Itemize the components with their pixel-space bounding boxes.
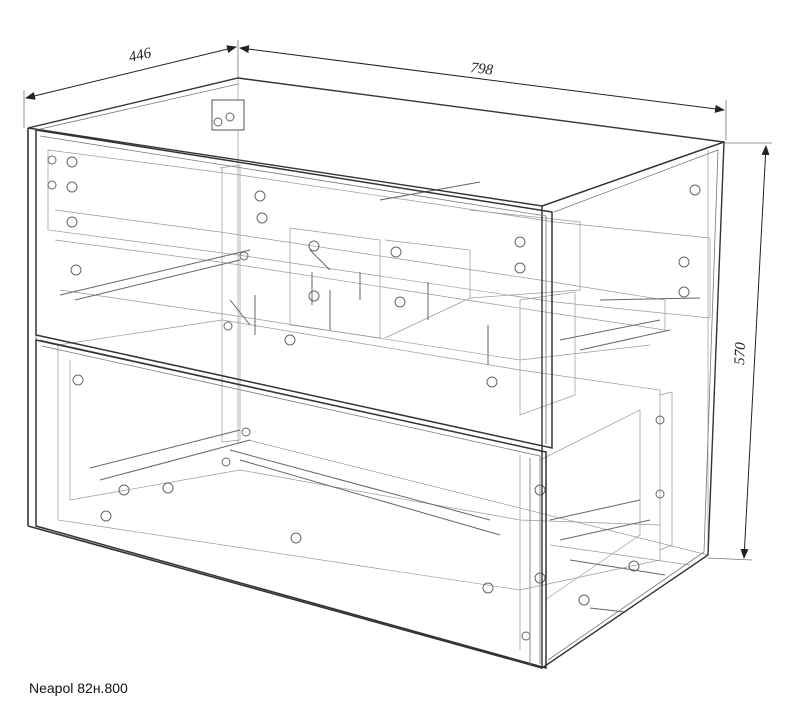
rail [379, 181, 481, 201]
cam-connector [47, 180, 57, 190]
rail [229, 449, 491, 521]
height-dimension-line [740, 145, 770, 559]
cam-connector [308, 290, 320, 302]
cam-connector [482, 582, 494, 594]
hardware [47, 99, 701, 641]
lower-drawer-box [57, 319, 661, 591]
back-bottom-edge [247, 439, 709, 556]
cam-connector [241, 427, 251, 437]
cam-connector [223, 321, 233, 331]
upper-drawer-front [35, 129, 553, 449]
carcass [27, 77, 725, 670]
cam-connector [221, 457, 231, 467]
upper-drawer-side [54, 209, 666, 331]
upper-drawer-bottom [59, 289, 651, 361]
right-side-inner-edge [547, 149, 719, 661]
cam-connector [66, 216, 78, 228]
rail [579, 329, 671, 351]
extension-line [707, 557, 753, 561]
rail [229, 299, 251, 326]
lower-drawer-back-edge [659, 391, 673, 551]
cam-connector [689, 184, 701, 196]
lower-drawer-front-edge [41, 345, 541, 457]
cam-connector [72, 374, 84, 386]
cam-connector [225, 112, 235, 122]
rail [589, 607, 626, 613]
rail [559, 519, 651, 541]
rail [59, 249, 251, 296]
cam-connector [118, 484, 130, 496]
cam-connector [655, 489, 665, 499]
middle-partition [219, 164, 241, 443]
cam-connector [162, 482, 174, 494]
cam-connector [66, 156, 78, 168]
bottom-front-edge [27, 525, 543, 669]
upper-drawer-front-inner [519, 291, 576, 416]
bottom-rail [549, 544, 691, 566]
cam-connector [239, 251, 249, 261]
rail [74, 259, 241, 301]
cam-connector [521, 631, 531, 641]
top-panel-inner-edge [35, 83, 239, 131]
cam-connector [655, 415, 665, 425]
width-dimension-line [239, 45, 725, 113]
upper-drawer-front-edge [39, 135, 547, 217]
inner-box-back [469, 209, 581, 299]
cam-connector [256, 212, 268, 224]
cam-connector [213, 117, 223, 127]
lower-drawer-front [35, 339, 547, 669]
right-side-panel [541, 140, 725, 670]
cam-connector [390, 246, 402, 258]
cam-connector [578, 594, 590, 606]
cam-connector [47, 155, 57, 165]
depth-dimension-label: 446 [127, 45, 153, 66]
cam-connector [290, 532, 302, 544]
cam-connector [70, 264, 82, 276]
cam-connector [100, 510, 112, 522]
cam-connector [254, 190, 266, 202]
rear-fitting [211, 99, 245, 131]
rail [99, 439, 251, 481]
rail [569, 559, 666, 576]
cam-connector [66, 181, 78, 193]
cam-connector [628, 560, 640, 572]
cam-connector [486, 376, 498, 388]
lower-drawer-back [539, 409, 641, 601]
inner-box-left [289, 227, 381, 339]
height-dimension-label: 570 [732, 341, 749, 365]
rail [309, 249, 331, 271]
upper-drawer-box [47, 149, 711, 319]
rail [599, 297, 701, 301]
cam-connector [678, 256, 690, 268]
dimension-lines: 446 798 570 [23, 40, 772, 561]
cam-connector [678, 286, 690, 298]
model-caption: Neapol 82н.800 [29, 680, 128, 696]
cam-connector [308, 240, 320, 252]
depth-dimension-line [25, 45, 237, 100]
rail [549, 499, 641, 521]
width-dimension-label: 798 [470, 60, 495, 79]
lower-drawer-side [69, 360, 661, 526]
cam-connector [394, 296, 406, 308]
cam-connector [514, 262, 526, 274]
cam-connector [514, 236, 526, 248]
rail [89, 429, 241, 469]
rail [559, 319, 661, 341]
cam-connector [284, 334, 296, 346]
rail [239, 459, 501, 536]
